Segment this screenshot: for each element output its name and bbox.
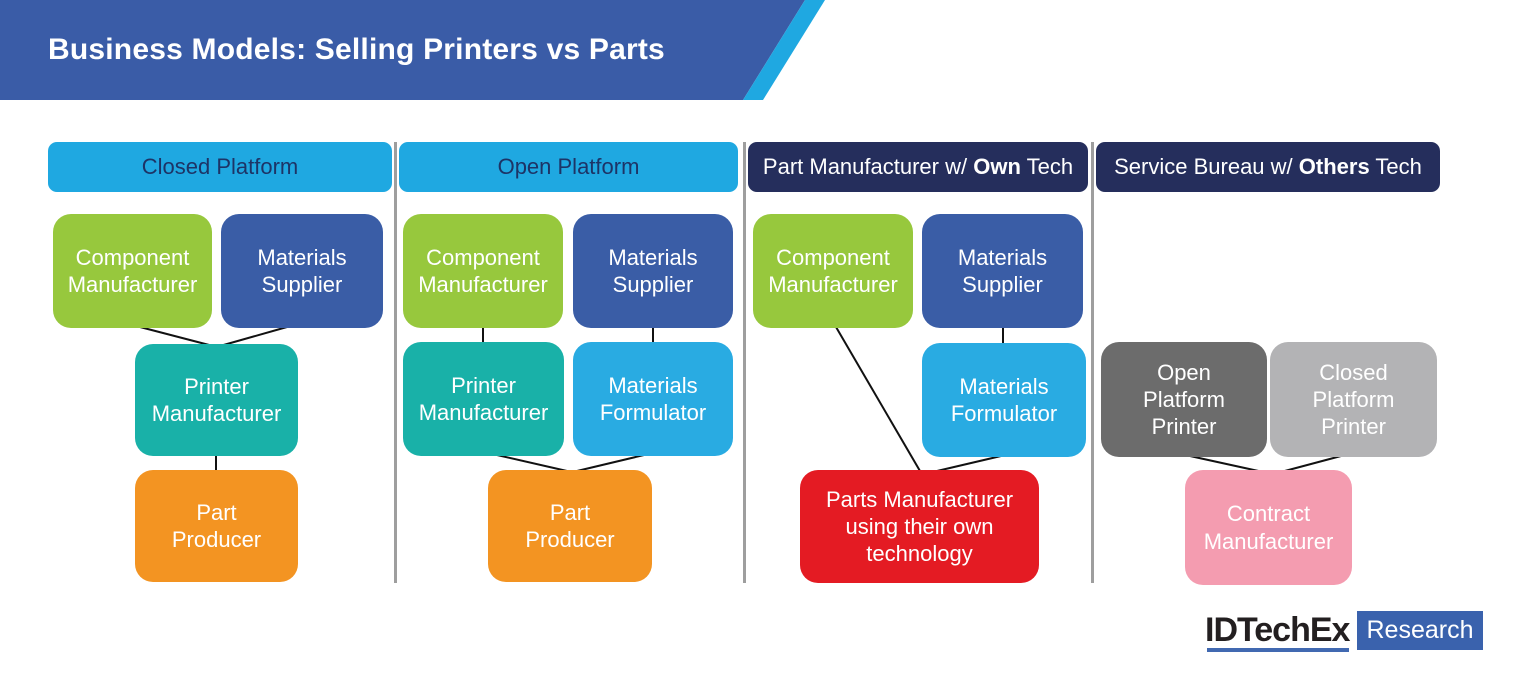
node-materials-formulator: Materials Formulator — [922, 343, 1086, 457]
connector-c2-printer-to-part — [496, 454, 568, 472]
node-printer-manufacturer: Printer Manufacturer — [135, 344, 298, 456]
node-component-manufacturer: Component Manufacturer — [53, 214, 212, 328]
logo-research-badge: Research — [1357, 611, 1483, 650]
column-header-label: Closed Platform — [141, 154, 299, 179]
node-open-platform-printer: Open Platform Printer — [1101, 342, 1267, 457]
node-part-producer: Part Producer — [488, 470, 652, 582]
connector-c1-materials-to-printer — [219, 326, 288, 347]
logo-brand-text: IDTechEx — [1205, 611, 1350, 649]
column-header-service-bureau-others-tech: Service Bureau w/ Others Tech — [1096, 142, 1440, 192]
title-banner — [0, 0, 805, 100]
logo-underline — [1207, 648, 1349, 652]
column-divider — [743, 142, 746, 583]
column-header-closed-platform: Closed Platform — [48, 142, 392, 192]
connector-c4-closed-to-contract — [1280, 455, 1342, 473]
column-header-part-manufacturer-own-tech: Part Manufacturer w/ Own Tech — [748, 142, 1088, 192]
node-parts-manufacturer-own-technology: Parts Manufacturer using their own techn… — [800, 470, 1039, 583]
connector-c3-component-to-parts — [835, 326, 921, 472]
node-component-manufacturer: Component Manufacturer — [403, 214, 563, 328]
connector-c3-formulator-to-parts — [936, 455, 1002, 472]
connector-c1-component-to-printer — [139, 326, 214, 347]
node-materials-formulator: Materials Formulator — [573, 342, 733, 456]
node-materials-supplier: Materials Supplier — [221, 214, 383, 328]
connector-c4-open-to-contract — [1189, 455, 1264, 473]
column-header-open-platform: Open Platform — [399, 142, 738, 192]
column-divider — [1091, 142, 1094, 583]
column-header-label: Service Bureau w/ Others Tech — [1114, 154, 1422, 179]
connector-c2-formulator-to-part — [576, 454, 645, 472]
page-title: Business Models: Selling Printers vs Par… — [48, 33, 665, 66]
column-header-label: Part Manufacturer w/ Own Tech — [762, 154, 1074, 179]
column-header-label: Open Platform — [497, 154, 640, 179]
node-part-producer: Part Producer — [135, 470, 298, 582]
column-divider — [394, 142, 397, 583]
node-component-manufacturer: Component Manufacturer — [753, 214, 913, 328]
node-printer-manufacturer: Printer Manufacturer — [403, 342, 564, 456]
node-closed-platform-printer: Closed Platform Printer — [1270, 342, 1437, 457]
node-contract-manufacturer: Contract Manufacturer — [1185, 470, 1352, 585]
node-materials-supplier: Materials Supplier — [922, 214, 1083, 328]
node-materials-supplier: Materials Supplier — [573, 214, 733, 328]
